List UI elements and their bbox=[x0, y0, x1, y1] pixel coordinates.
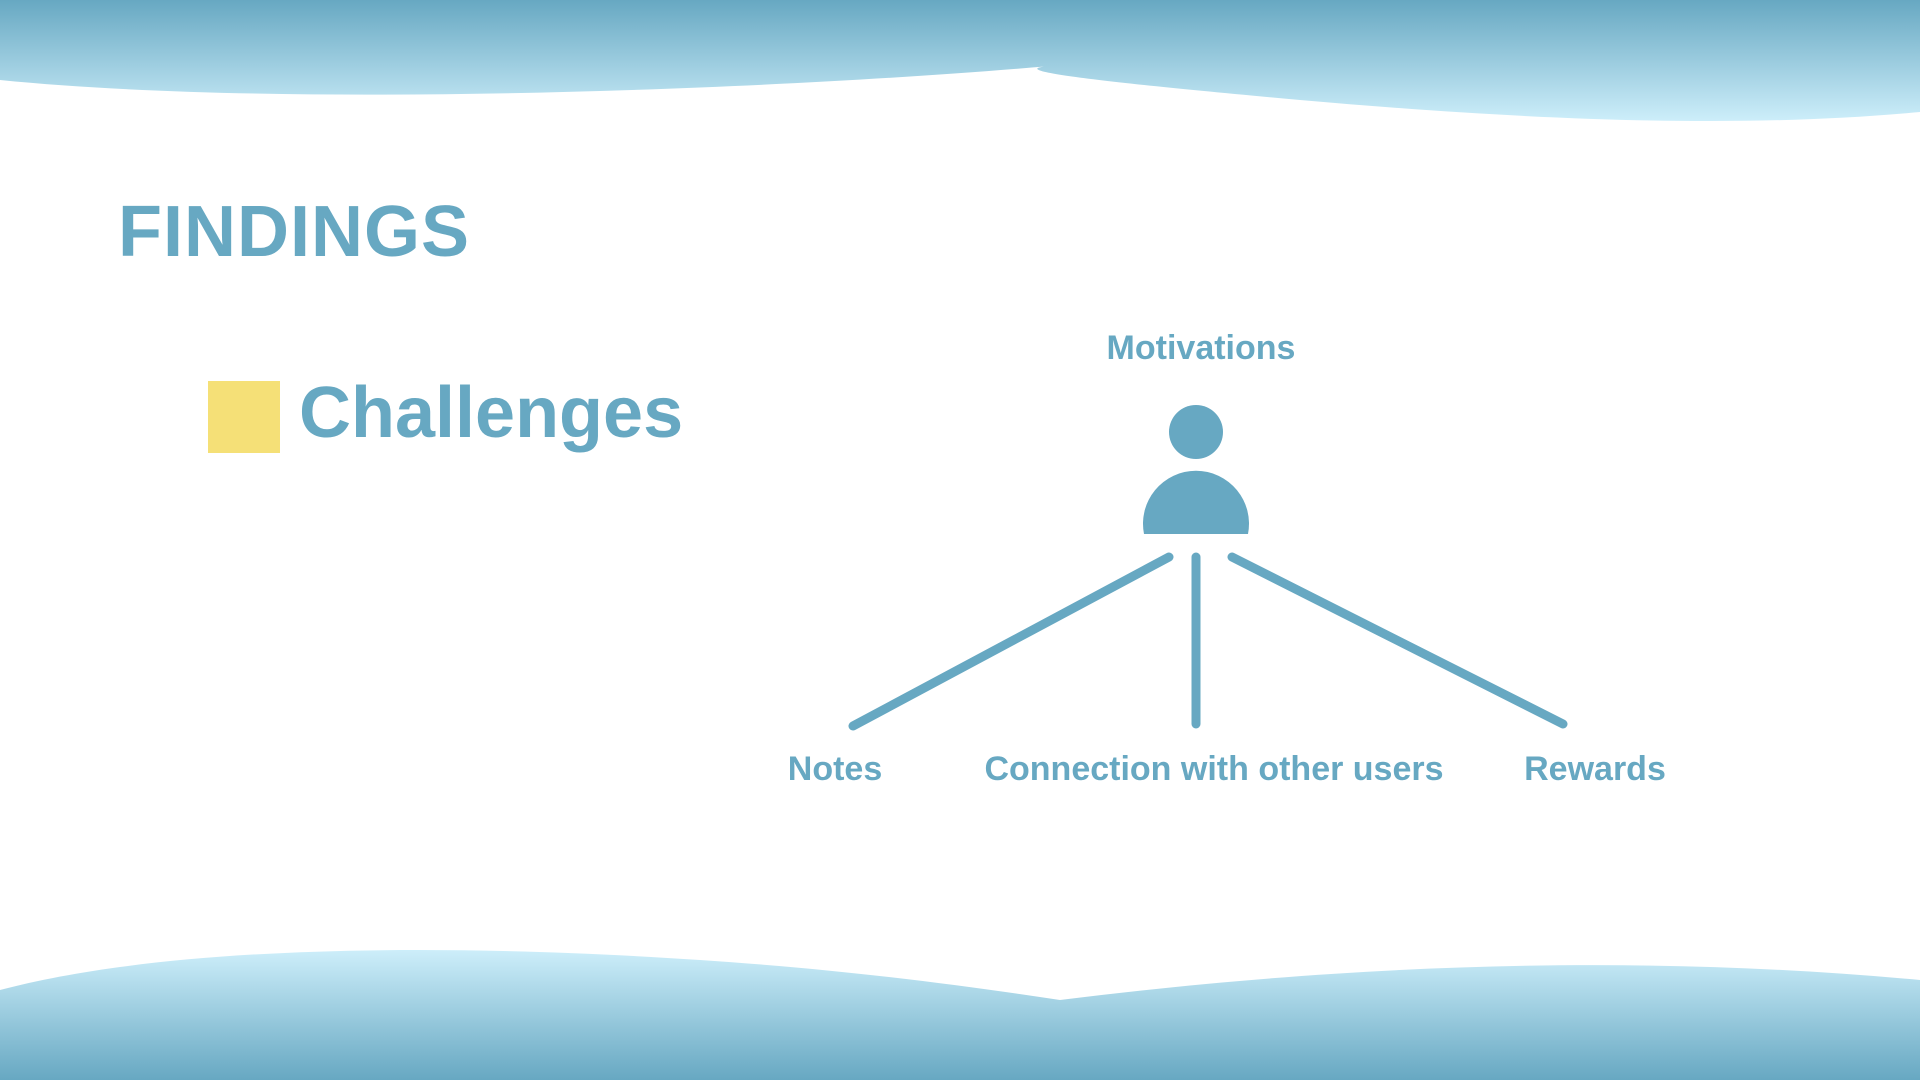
child-label-rewards: Rewards bbox=[1524, 750, 1666, 788]
link-rewards bbox=[1227, 552, 1568, 729]
legend-label: Challenges bbox=[299, 373, 684, 453]
bottom-wave-decoration bbox=[0, 950, 1920, 1080]
top-wave-decoration bbox=[0, 0, 1920, 122]
root-label: Motivations bbox=[1107, 329, 1296, 367]
legend-swatch bbox=[208, 381, 280, 453]
legend-challenges: Challenges bbox=[208, 373, 684, 454]
slide-title: FINDINGS bbox=[118, 192, 471, 272]
link-notes bbox=[848, 552, 1174, 731]
child-label-notes: Notes bbox=[788, 750, 882, 788]
person-icon bbox=[1143, 405, 1249, 534]
child-label-connection: Connection with other users bbox=[984, 750, 1443, 788]
